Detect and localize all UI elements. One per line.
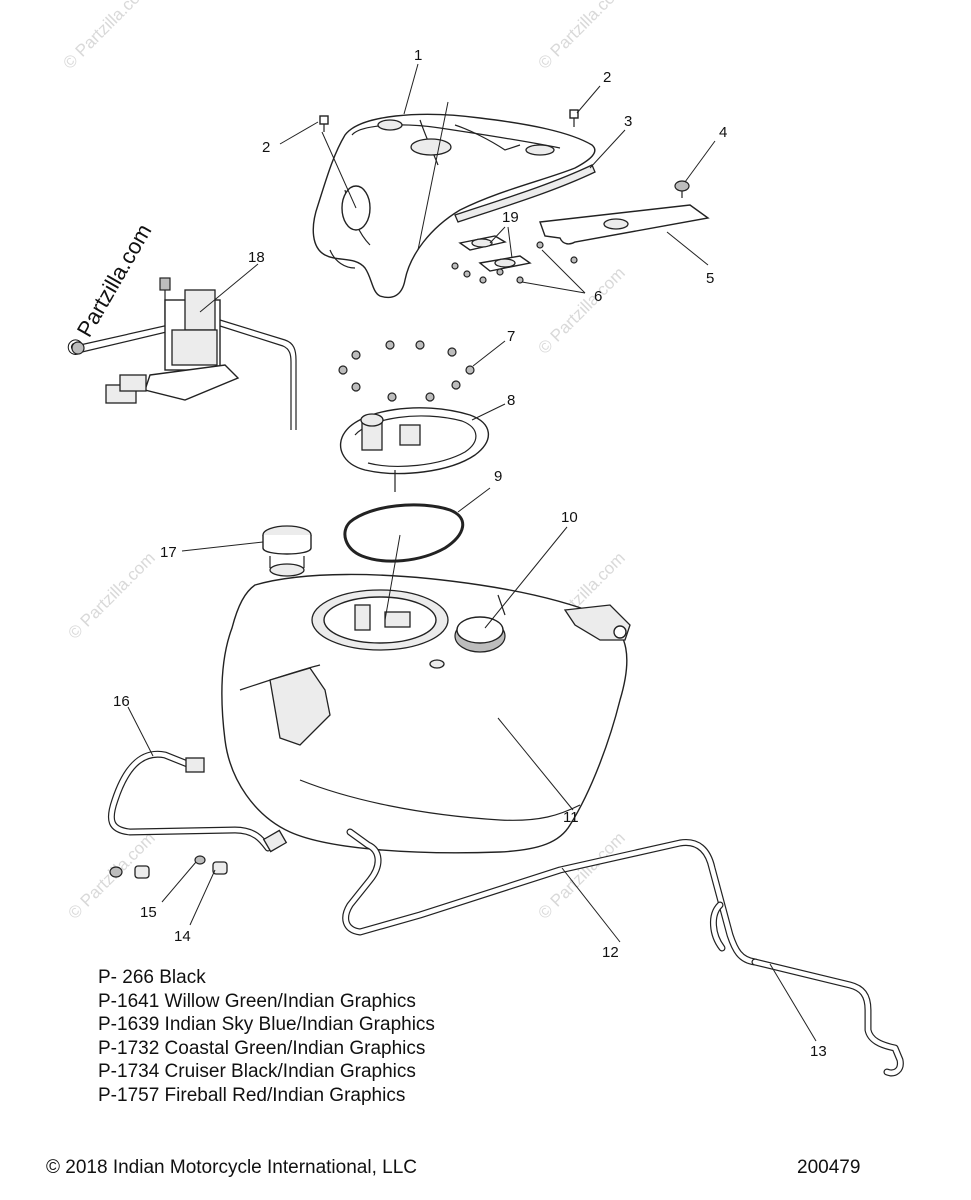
callout-9: 9 [494, 468, 502, 485]
callout-5: 5 [706, 270, 714, 287]
part-hose-clamps [109, 855, 228, 879]
callout-8: 8 [507, 392, 515, 409]
paint-code-item: P-1639 Indian Sky Blue/Indian Graphics [98, 1014, 435, 1036]
part-vent-hose-2 [710, 901, 904, 1077]
callout-6: 6 [594, 288, 602, 305]
callout-1: 1 [414, 47, 422, 64]
paint-code-item: P-1757 Fireball Red/Indian Graphics [98, 1084, 406, 1106]
callout-15: 15 [140, 904, 157, 921]
part-fuel-tank [221, 573, 631, 854]
part-nuts-ring [338, 340, 475, 402]
part-vent-hose [342, 828, 759, 966]
callout-11: 11 [563, 809, 579, 826]
diagram-id: 200479 [797, 1157, 861, 1178]
watermark-large: © Partzilla.com [61, 220, 157, 361]
part-gasket [343, 503, 464, 563]
callouts: 1 2 2 3 4 5 6 7 8 9 10 11 12 13 14 15 16… [113, 47, 827, 1060]
part-fuel-pump [71, 277, 297, 430]
callout-18: 18 [248, 249, 265, 266]
paint-code-item: P- 266 Black [98, 967, 206, 988]
callout-2: 2 [603, 69, 611, 86]
copyright-notice: © 2018 Indian Motorcycle International, … [46, 1157, 417, 1178]
watermark: © Partzilla.com [64, 548, 158, 642]
callout-17: 17 [160, 544, 177, 561]
part-push-fastener [674, 180, 690, 198]
callout-3: 3 [624, 113, 632, 130]
part-trim-strip [454, 164, 596, 223]
part-screw [569, 109, 579, 127]
part-rubber-plug [454, 616, 506, 653]
callout-2: 2 [262, 139, 270, 156]
callout-7: 7 [507, 328, 515, 345]
watermark: © Partzilla.com [534, 0, 628, 73]
paint-code-item: P-1641 Willow Green/Indian Graphics [98, 990, 416, 1012]
part-grommet-plate [458, 235, 532, 272]
part-mounting-bracket [539, 204, 710, 245]
paint-code-item: P-1732 Coastal Green/Indian Graphics [98, 1037, 426, 1059]
callout-4: 4 [719, 124, 727, 141]
callout-19: 19 [502, 209, 519, 226]
paint-code-item: P-1734 Cruiser Black/Indian Graphics [98, 1061, 416, 1083]
callout-12: 12 [602, 944, 619, 961]
watermark: © Partzilla.com [534, 263, 628, 357]
part-small-screws [451, 241, 578, 284]
callout-16: 16 [113, 693, 130, 710]
callout-14: 14 [174, 928, 191, 945]
part-pump-flange [339, 407, 490, 492]
paint-code-list: P- 266 Black P-1641 Willow Green/Indian … [98, 966, 435, 1108]
part-screw [319, 115, 329, 132]
callout-10: 10 [561, 509, 578, 526]
leader-lines [127, 63, 817, 1042]
callout-13: 13 [810, 1043, 827, 1060]
part-console-cover [312, 113, 596, 299]
part-fuel-hose [107, 750, 288, 853]
watermark: © Partzilla.com [59, 0, 153, 73]
